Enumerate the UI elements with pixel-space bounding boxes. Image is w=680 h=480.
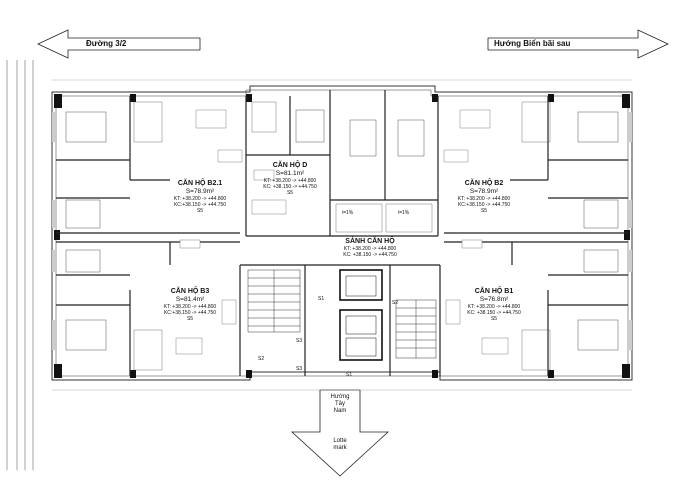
south-line-2: Tây	[334, 401, 345, 407]
unit-area: S=78.9m²	[185, 188, 215, 195]
lobby-kc: KC: +38.150 -> +44.750	[343, 252, 397, 258]
unit-kt: KT: +38.200 -> +44.800	[457, 196, 511, 202]
lobby-kt: KT: +38.200 -> +44.800	[343, 246, 397, 252]
unit-kc: KC:+38.150 -> +44.750	[457, 202, 511, 208]
tag-s3-lower: S3	[296, 366, 303, 372]
tag-slope-right: i=1%	[398, 210, 410, 216]
south-line-3: Nam	[333, 408, 347, 414]
unit-kt: KT: +38.200 -> +44.800	[173, 196, 227, 202]
unit-name: CĂN HỘ B2	[464, 180, 504, 187]
unit-area: S=78.9m²	[469, 188, 499, 195]
east-direction-label: Hướng Biển bãi sau	[494, 39, 571, 48]
unit-d-label: CĂN HỘ D S=81.1m² KT: +38.200 -> +44.800…	[254, 162, 326, 196]
stair-right	[395, 299, 437, 359]
interior-walls	[56, 90, 628, 376]
unit-area: S=81.4m²	[175, 296, 205, 303]
unit-name: CĂN HỘ B2.1	[177, 180, 223, 187]
west-arrow	[37, 29, 201, 59]
unit-code: S5	[286, 190, 294, 196]
unit-name: CĂN HỘ B1	[474, 288, 514, 295]
unit-kt: KT: +38.200 -> +44.800	[467, 304, 521, 310]
stair-left	[247, 269, 301, 333]
unit-kc: KC: +38.150 -> +44.750	[263, 184, 317, 190]
south-dest-2: mark	[333, 445, 347, 451]
bathrooms	[133, 101, 551, 371]
unit-kt: KT: +38.200 -> +44.800	[263, 178, 317, 184]
unit-kc: KC:+38.150 -> +44.750	[173, 202, 227, 208]
tag-s2-right: S2	[392, 300, 399, 306]
unit-b2-label: CĂN HỘ B2 S=78.9m² KT: +38.200 -> +44.80…	[444, 180, 524, 214]
dimension-lines	[52, 79, 632, 391]
south-destination-label: Lotte mark	[322, 438, 358, 452]
unit-kt: KT: +38.200 -> +44.800	[163, 304, 217, 310]
south-line-1: Hướng	[330, 394, 350, 400]
unit-code: S5	[490, 316, 498, 322]
windows	[52, 112, 632, 350]
unit-kc: KC: +38.150 -> +44.750	[467, 310, 521, 316]
road-lines	[6, 60, 34, 470]
west-direction-label: Đường 3/2	[86, 39, 127, 48]
south-dest-1: Lotte	[333, 438, 347, 444]
south-arrow	[290, 389, 390, 477]
unit-code: S5	[196, 208, 204, 214]
unit-code: S5	[186, 316, 194, 322]
unit-b2-1-label: CĂN HỘ B2.1 S=78.9m² KT: +38.200 -> +44.…	[160, 180, 240, 214]
lobby-code: S1	[318, 296, 325, 302]
lobby-name: SẢNH CĂN HỘ	[345, 238, 395, 245]
east-arrow	[487, 29, 669, 59]
elevator-shafts	[339, 269, 383, 361]
lobby-label: SẢNH CĂN HỘ KT: +38.200 -> +44.800 KC: +…	[326, 238, 414, 258]
south-direction-label: Hướng Tây Nam	[322, 394, 358, 415]
beds	[65, 109, 619, 351]
unit-name: CĂN HỘ B3	[170, 288, 210, 295]
columns	[54, 94, 630, 378]
unit-b1-label: CĂN HỘ B1 S=76.8m² KT: +38.200 -> +44.80…	[454, 288, 534, 322]
unit-name: CĂN HỘ D	[272, 162, 308, 169]
tag-s2-left: S2	[258, 356, 265, 362]
unit-code: S5	[480, 208, 488, 214]
unit-b3-label: CĂN HỘ B3 S=81.4m² KT: +38.200 -> +44.80…	[150, 288, 230, 322]
unit-area: S=81.1m²	[275, 170, 305, 177]
elevator-cabins	[345, 275, 377, 357]
tag-s3-upper: S3	[296, 338, 303, 344]
tag-s1-bottom: S1	[346, 372, 353, 378]
furniture	[175, 109, 509, 355]
unit-kc: KC:+38.150 -> +44.750	[163, 310, 217, 316]
tag-slope-left: i=1%	[342, 210, 354, 216]
unit-area: S=76.8m²	[479, 296, 509, 303]
